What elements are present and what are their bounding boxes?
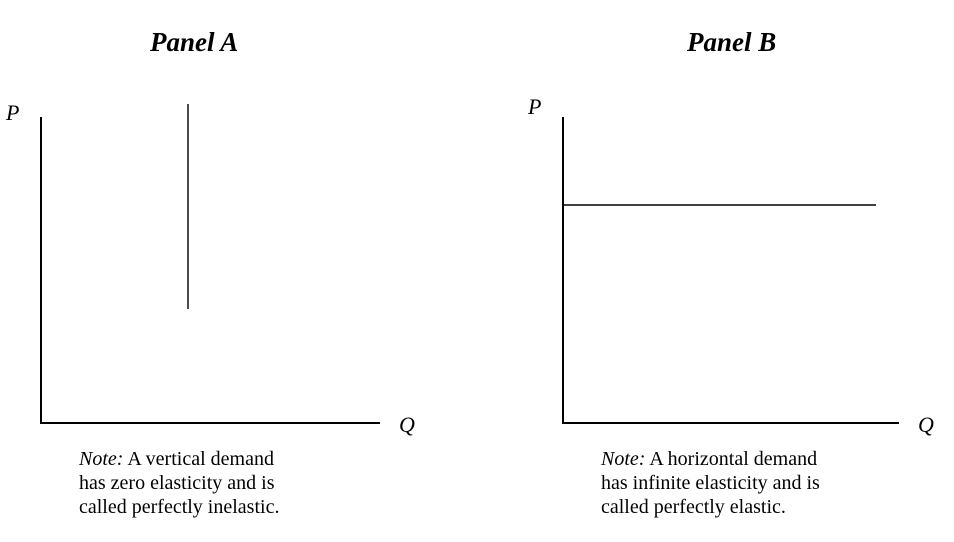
panel-a-note-line-3: called perfectly inelastic. [79,496,280,518]
panel-b-note-label: Note: [601,448,646,470]
panel-a-note-label: Note: [79,448,124,470]
panel-a-y-axis-label: P [5,100,19,125]
panel-b-x-axis-label: Q [918,412,934,437]
panel-b-y-axis-label: P [527,94,541,119]
panel-a: Panel A P Q Note: A vertical demand has … [5,27,415,519]
panel-a-title: Panel A [150,27,239,57]
panel-b-note-line-3: called perfectly elastic. [601,496,786,518]
panel-b: Panel B P Q Note: A horizontal demand ha… [477,0,954,542]
panel-b-title: Panel B [687,27,777,57]
panel-a-note-line-2: has zero elasticity and is [79,472,275,494]
panel-b-diagram: P Q [527,94,934,437]
panel-b-note: Note: A horizontal demand has infinite e… [601,447,820,519]
panel-b-note-line-1: A horizontal demand [645,448,818,470]
panel-a-diagram: P Q [5,100,415,437]
panel-b-note-line-2: has infinite elasticity and is [601,472,820,494]
panel-a-note: Note: A vertical demand has zero elastic… [79,447,279,519]
panel-a-x-axis-label: Q [399,412,415,437]
panel-a-note-line-1: A vertical demand [123,448,274,470]
